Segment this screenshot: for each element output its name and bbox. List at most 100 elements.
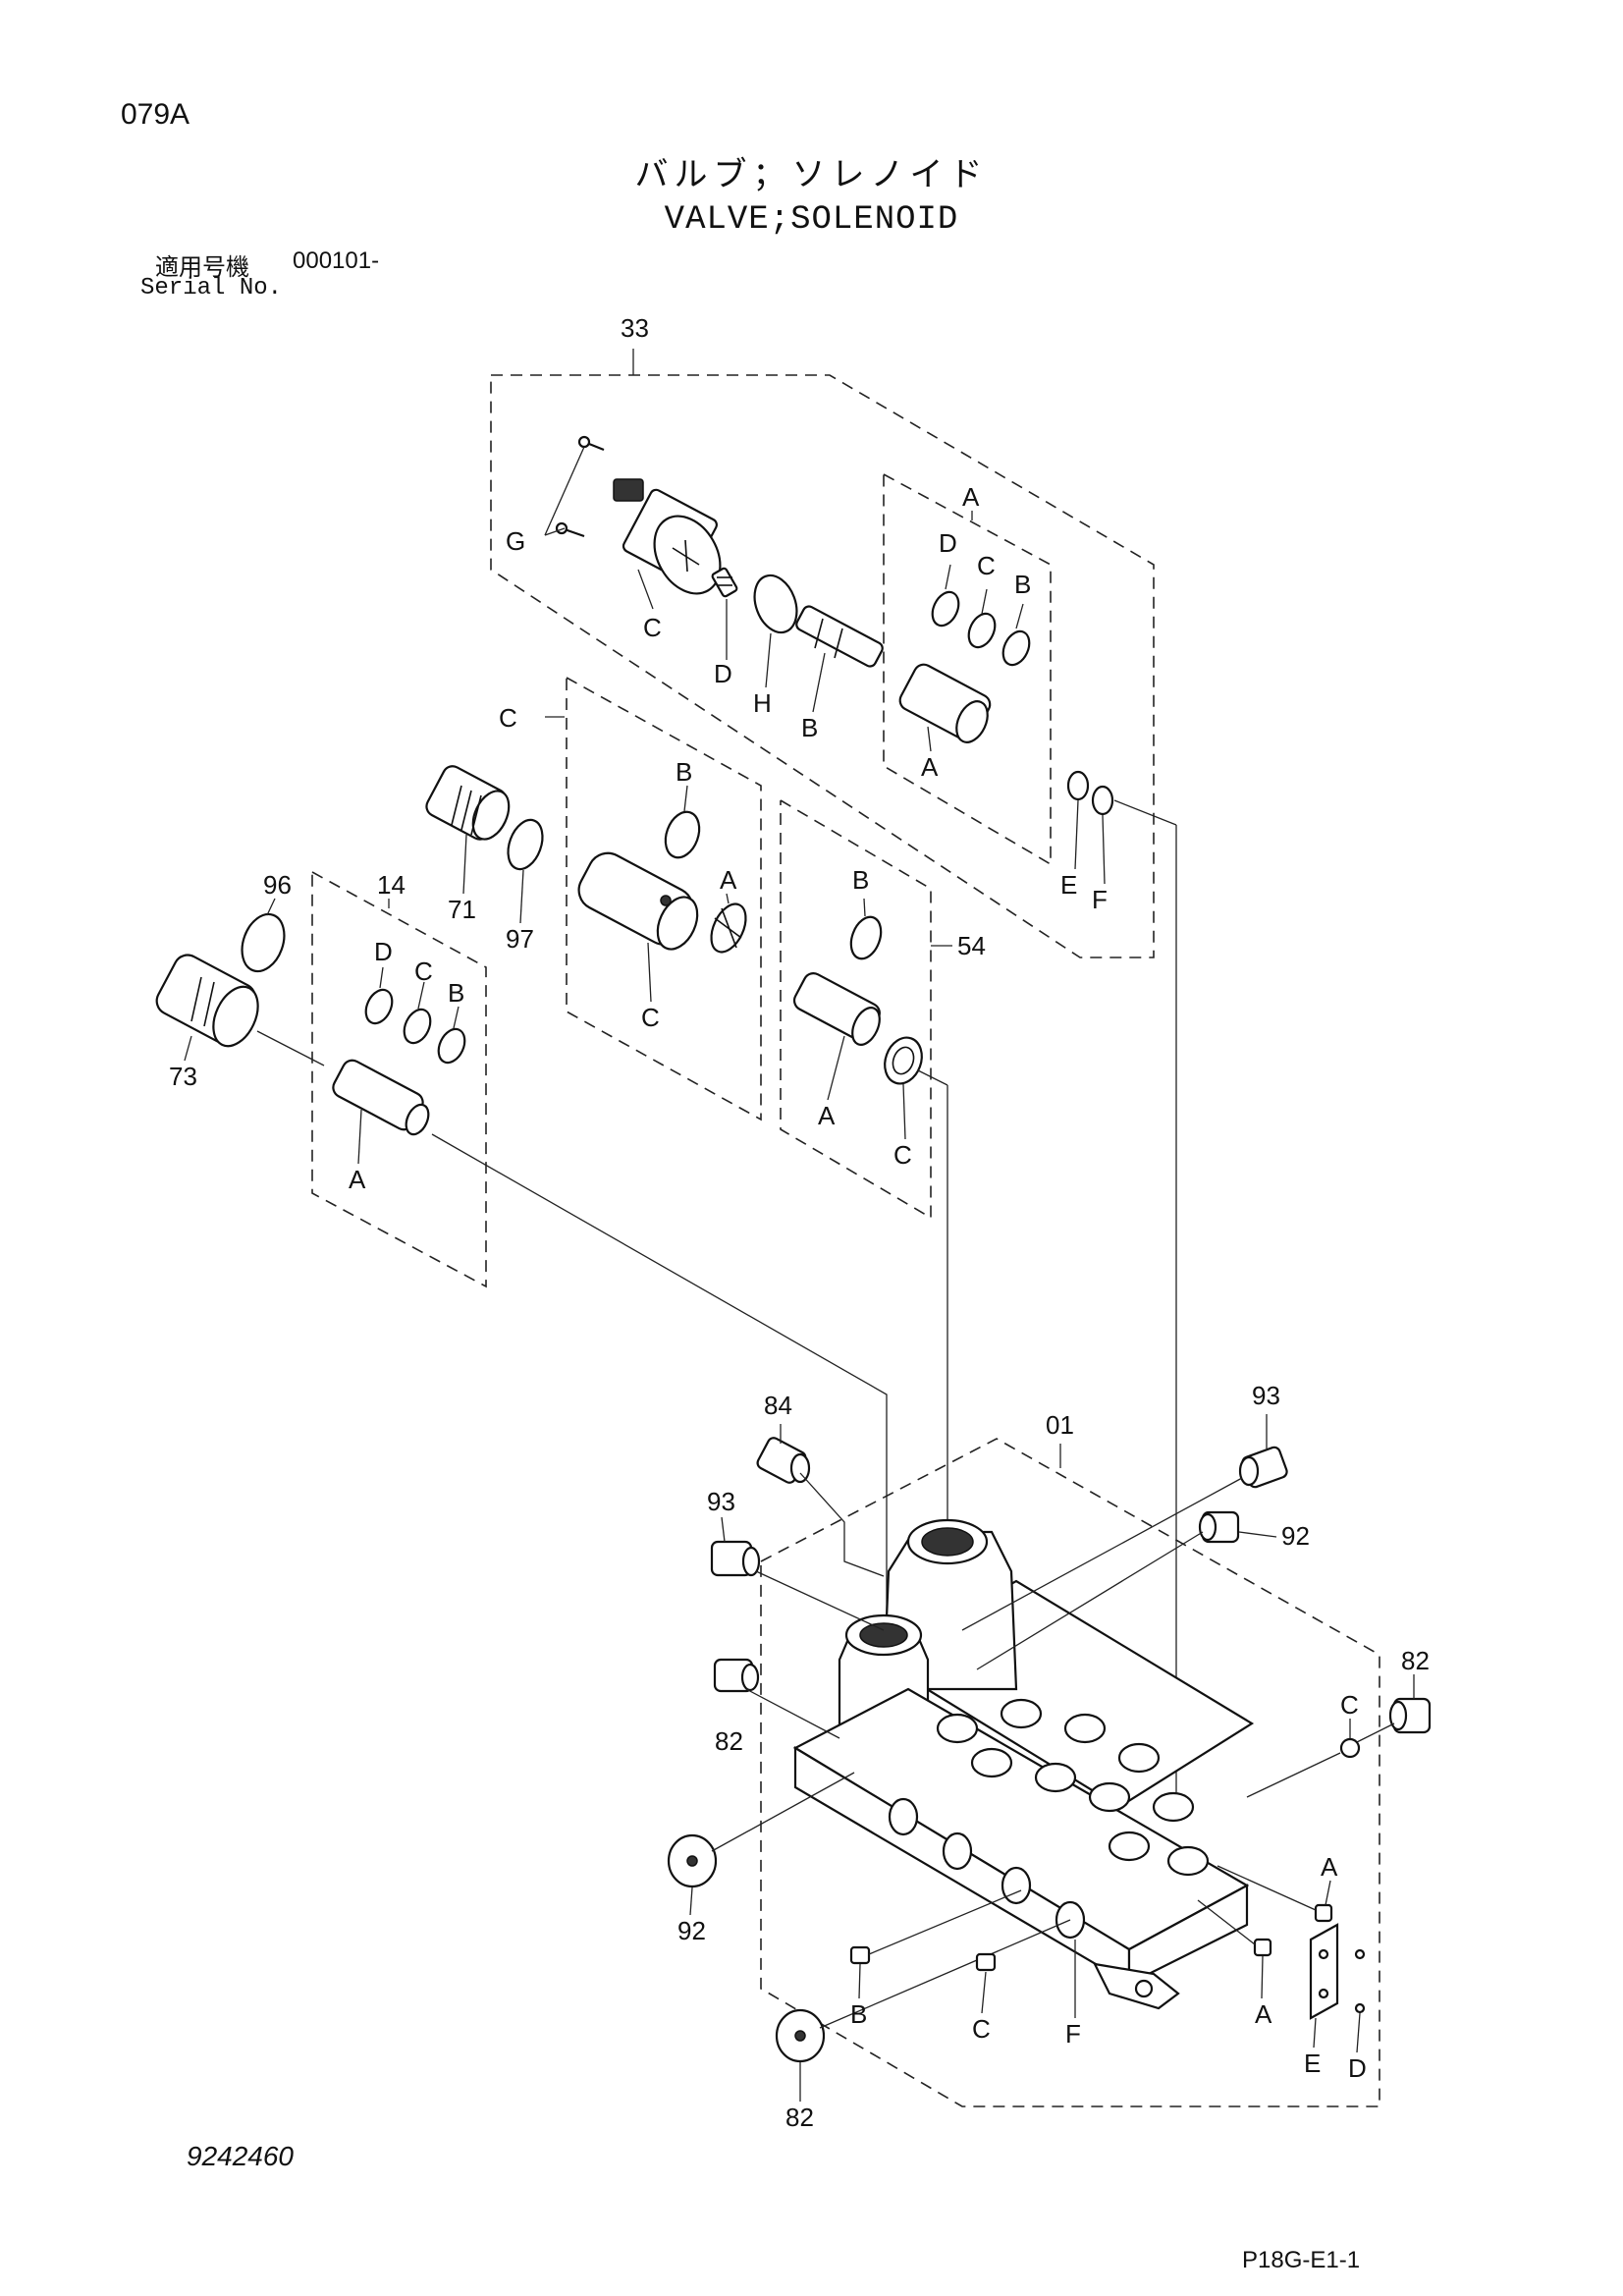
plug-73 bbox=[155, 954, 259, 1048]
label-d: D bbox=[714, 659, 732, 688]
sheet-reference: P18G-E1-1 bbox=[1242, 2247, 1361, 2273]
label-c: C bbox=[643, 613, 662, 642]
callout-84: 84 bbox=[764, 1391, 792, 1420]
o-ring-b bbox=[1001, 629, 1031, 667]
callout-82-right: 82 bbox=[1401, 1646, 1430, 1675]
plug-84 bbox=[756, 1437, 811, 1484]
label-e-block: E bbox=[1304, 2049, 1321, 2078]
label-b-block: B bbox=[850, 1999, 867, 2029]
o-ring-h bbox=[753, 574, 798, 634]
label-a-55: A bbox=[720, 865, 737, 895]
plug-82-left bbox=[713, 1658, 760, 1693]
o-ring-d bbox=[931, 590, 960, 628]
o-ring-f bbox=[1091, 785, 1114, 816]
plug-92-left bbox=[667, 1833, 718, 1888]
label-d-sub: D bbox=[939, 528, 957, 558]
leader-f-to-block bbox=[1113, 799, 1177, 826]
seal-c-54 bbox=[884, 1036, 923, 1085]
o-ring-b-55 bbox=[664, 810, 701, 859]
label-b: B bbox=[801, 713, 818, 742]
label-c-55: C bbox=[641, 1003, 660, 1032]
plug-c-bottom bbox=[975, 1952, 997, 1972]
title-japanese: バルブ；ソレノイド bbox=[634, 155, 989, 194]
assembly-14-outline bbox=[311, 871, 487, 1288]
label-c-sub: C bbox=[977, 551, 996, 580]
label-c-54: C bbox=[893, 1140, 912, 1170]
valve-block-01 bbox=[792, 1518, 1255, 2010]
sleeve-a-14 bbox=[332, 1059, 430, 1136]
callout-93-left: 93 bbox=[707, 1487, 735, 1516]
solenoid-coil bbox=[613, 478, 722, 595]
plug-71 bbox=[425, 765, 511, 841]
callout-82-left: 82 bbox=[715, 1726, 743, 1756]
callout-93-right: 93 bbox=[1252, 1381, 1280, 1410]
label-c-14: C bbox=[414, 957, 433, 986]
spool-b bbox=[795, 605, 884, 668]
label-d-block: D bbox=[1348, 2053, 1367, 2083]
label-a-right-1: A bbox=[1321, 1852, 1338, 1882]
label-f: F bbox=[1092, 885, 1108, 914]
label-b-14: B bbox=[448, 978, 464, 1008]
leader-14-to-block bbox=[431, 1133, 888, 1625]
serial-label-japanese: 適用号機 bbox=[155, 253, 249, 281]
screw-g bbox=[555, 435, 605, 538]
subassembly-a-outline bbox=[883, 473, 1052, 866]
assembly-54-outline bbox=[780, 799, 932, 1220]
o-ring-97 bbox=[507, 818, 544, 871]
callout-96: 96 bbox=[263, 870, 292, 900]
label-d-14: D bbox=[374, 937, 393, 966]
assembly-33-outline bbox=[490, 374, 1155, 958]
label-b-55: B bbox=[676, 757, 692, 787]
callout-55: C bbox=[499, 703, 517, 733]
label-f-block: F bbox=[1065, 2019, 1081, 2049]
plug-82-bottom bbox=[775, 2008, 826, 2063]
valve-sleeve-a bbox=[898, 663, 992, 743]
serial-value: 000101- bbox=[293, 247, 380, 274]
screw-d-1 bbox=[1354, 1948, 1366, 1960]
plug-92-right bbox=[1198, 1510, 1240, 1544]
label-b-sub: B bbox=[1014, 570, 1031, 599]
plug-93-left bbox=[710, 1540, 761, 1577]
label-a-54: A bbox=[818, 1101, 836, 1130]
callout-33: 33 bbox=[621, 313, 649, 343]
valve-body-c-55 bbox=[577, 851, 699, 951]
plug-93-right bbox=[1238, 1446, 1288, 1489]
plug-a-right-2 bbox=[1253, 1938, 1272, 1957]
o-ring-b-14 bbox=[437, 1027, 466, 1065]
label-c-right: C bbox=[1340, 1690, 1359, 1720]
label-a-right-2: A bbox=[1255, 1999, 1272, 2029]
callout-97: 97 bbox=[506, 924, 534, 954]
o-ring-96 bbox=[241, 912, 286, 973]
callout-82-bottom: 82 bbox=[785, 2103, 814, 2132]
callout-14: 14 bbox=[377, 870, 406, 900]
callout-73: 73 bbox=[169, 1062, 197, 1091]
o-ring-c-14 bbox=[403, 1008, 432, 1045]
label-g: G bbox=[506, 526, 525, 556]
callout-92-right: 92 bbox=[1281, 1521, 1310, 1551]
assembly-55-outline bbox=[566, 677, 762, 1121]
label-e: E bbox=[1060, 870, 1077, 900]
label-b-54: B bbox=[852, 865, 869, 895]
label-c-block: C bbox=[972, 2014, 991, 2044]
document-number: 9242460 bbox=[187, 2141, 295, 2171]
o-ring-d-14 bbox=[364, 988, 394, 1025]
plug-82-right bbox=[1388, 1697, 1432, 1734]
label-a-bottom: A bbox=[921, 752, 939, 782]
o-ring-b-54 bbox=[849, 915, 883, 960]
o-ring-c bbox=[967, 612, 997, 649]
spring-d bbox=[711, 567, 738, 598]
assembly-01-outline bbox=[760, 1438, 1380, 2107]
page-code: 079A bbox=[121, 98, 190, 131]
callout-71: 71 bbox=[448, 895, 476, 924]
callout-54: 54 bbox=[957, 931, 986, 960]
cover-plate-e bbox=[1309, 1923, 1339, 2020]
label-a-top: A bbox=[962, 482, 980, 512]
label-a-14: A bbox=[349, 1165, 366, 1194]
serial-label-english: Serial No. bbox=[140, 275, 283, 301]
plug-a-right-1 bbox=[1314, 1903, 1333, 1923]
title-english: VALVE;SOLENOID bbox=[664, 201, 959, 239]
piston-a-54 bbox=[792, 972, 881, 1046]
plug-c-right bbox=[1339, 1737, 1361, 1759]
callout-01: 01 bbox=[1046, 1410, 1074, 1440]
